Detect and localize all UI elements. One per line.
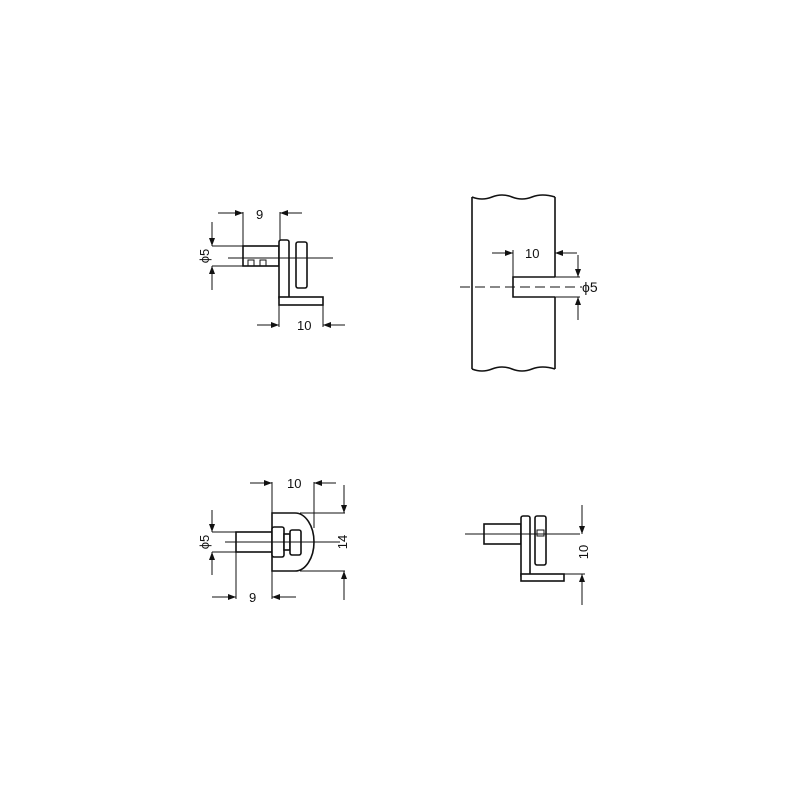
dim-length-label: 9 — [249, 590, 256, 605]
dim-length-label: 9 — [256, 207, 263, 222]
dim-foot-label: 10 — [576, 545, 591, 559]
view-shelf-support-side: 9 ϕ5 10 — [197, 207, 345, 333]
view-shelf-support-top: 10 14 ϕ5 9 — [197, 476, 350, 605]
dim-foot-label: 10 — [297, 318, 311, 333]
dim-cap-label: 10 — [287, 476, 301, 491]
dim-depth-label: 10 — [525, 246, 539, 261]
view-panel-hole: 10 ϕ5 — [460, 194, 598, 372]
dim-height-label: 14 — [335, 535, 350, 549]
dim-diameter-label: ϕ5 — [582, 279, 598, 295]
dim-diameter-label: ϕ5 — [197, 535, 212, 550]
dim-diameter-label: ϕ5 — [197, 249, 212, 264]
view-shelf-support-front: 10 — [465, 505, 591, 605]
